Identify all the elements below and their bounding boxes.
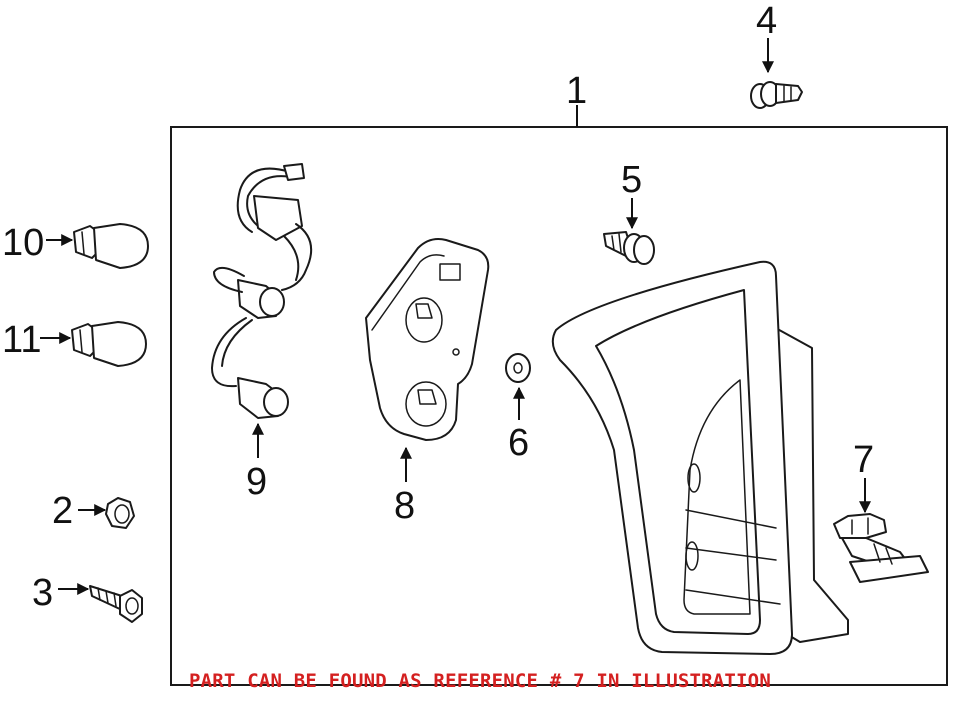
- callout-10: 10: [2, 222, 44, 264]
- part-9-wiring-harness: [211, 163, 313, 419]
- callout-3: 3: [32, 572, 53, 614]
- callout-1: 1: [566, 70, 587, 112]
- part-10-bulb: [73, 223, 149, 269]
- assembly-frame: [170, 105, 948, 686]
- callout-2: 2: [52, 490, 73, 532]
- callout-7: 7: [853, 439, 874, 481]
- part-4-clip: [750, 81, 803, 109]
- reference-note: PART CAN BE FOUND AS REFERENCE # 7 IN IL…: [189, 670, 771, 692]
- callout-5: 5: [621, 159, 642, 201]
- callout-8: 8: [394, 485, 415, 527]
- callout-9: 9: [246, 461, 267, 503]
- callout-6: 6: [508, 422, 529, 464]
- leader-arrows: [40, 38, 871, 595]
- part-6-grommet: [505, 353, 531, 383]
- part-3-screw: [89, 585, 143, 623]
- callout-11: 11: [2, 319, 41, 361]
- callout-4: 4: [756, 0, 777, 42]
- part-7-bracket: [833, 513, 929, 583]
- part-8-gasket: [365, 238, 490, 441]
- part-11-bulb: [71, 321, 147, 367]
- part-1-tail-lamp: [551, 260, 849, 655]
- part-2-nut: [105, 497, 135, 529]
- part-5-clip: [603, 231, 655, 265]
